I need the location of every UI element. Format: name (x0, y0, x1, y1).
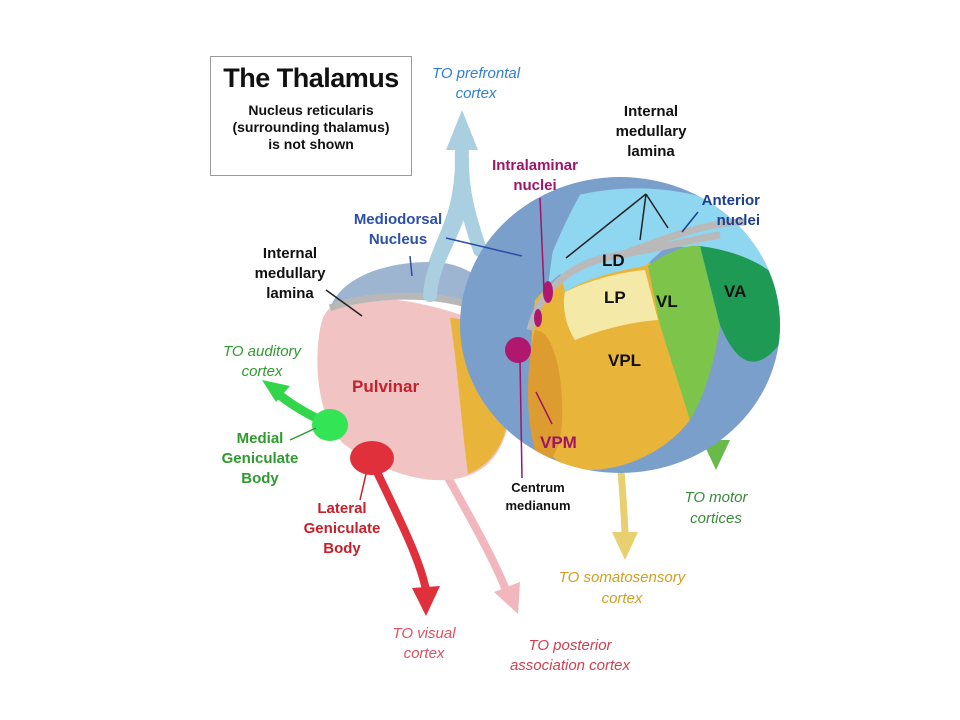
subtitle-line-2: (surrounding thalamus) (232, 119, 390, 135)
intralaminar-nucleus-1 (543, 281, 553, 303)
lateral-geniculate-label: Lateral Geniculate Body (304, 500, 381, 557)
svg-text:cortex: cortex (602, 590, 643, 607)
posterior-arrowhead (494, 582, 520, 614)
leader-lamina-a (565, 193, 647, 259)
svg-text:Body: Body (241, 470, 279, 487)
subtitle-line-3: is not shown (268, 136, 354, 152)
va-region (700, 246, 780, 362)
svg-text:Centrum: Centrum (511, 480, 564, 495)
visual-arrowhead (412, 586, 440, 616)
visual-arrow (372, 468, 430, 591)
title-box: The Thalamus Nucleus reticularis (surrou… (210, 56, 412, 176)
svg-text:cortices: cortices (690, 510, 742, 527)
motor-label: TO motor cortices (684, 489, 748, 527)
auditory-arrowhead (262, 380, 290, 402)
svg-text:TO motor: TO motor (684, 489, 748, 506)
prefrontal-label: TO prefrontal cortex (432, 65, 521, 102)
intralaminar-nucleus-2 (534, 309, 542, 327)
left-top-blue (330, 262, 498, 318)
leader-mediodorsal-a (445, 237, 523, 257)
svg-text:Anterior: Anterior (702, 192, 761, 209)
somatosensory-label: TO somatosensory cortex (559, 569, 687, 607)
svg-text:medullary: medullary (255, 265, 327, 282)
medial-geniculate-body (312, 409, 348, 441)
leader-anterior (681, 211, 699, 233)
mediodorsal-region (470, 194, 580, 440)
lp-region (563, 270, 658, 340)
auditory-label: TO auditory cortex (223, 343, 303, 380)
leader-intralaminar (539, 197, 545, 291)
vpm-region (528, 330, 563, 465)
va-label: VA (724, 282, 746, 301)
svg-text:lamina: lamina (266, 285, 314, 302)
svg-text:Internal: Internal (624, 103, 678, 120)
svg-text:cortex: cortex (404, 645, 445, 662)
intralaminar-label: Intralaminar nuclei (492, 157, 578, 194)
svg-text:nuclei: nuclei (717, 212, 760, 229)
svg-text:medianum: medianum (505, 498, 570, 513)
lateral-geniculate-body (350, 441, 394, 475)
svg-text:Body: Body (323, 540, 361, 557)
visual-label: TO visual cortex (392, 625, 456, 662)
centrum-medianum-label: Centrum medianum (505, 480, 570, 513)
svg-text:TO somatosensory: TO somatosensory (559, 569, 687, 586)
svg-text:TO auditory: TO auditory (223, 343, 303, 360)
svg-text:Internal: Internal (263, 245, 317, 262)
subtitle-line-1: Nucleus reticularis (248, 102, 374, 118)
diagram-subtitle: Nucleus reticularis (surrounding thalamu… (211, 102, 411, 153)
svg-text:Geniculate: Geniculate (222, 450, 299, 467)
svg-text:lamina: lamina (627, 143, 675, 160)
pulvinar-label: Pulvinar (352, 377, 419, 396)
leader-centrum (519, 359, 523, 479)
anterior-label: Anterior nuclei (702, 192, 761, 229)
svg-text:Intralaminar: Intralaminar (492, 157, 578, 174)
vl-label: VL (656, 292, 678, 311)
leader-lamina-b (639, 193, 647, 241)
mediodorsal-label: Mediodorsal Nucleus (354, 211, 442, 248)
leader-vpm (535, 391, 553, 425)
posterior-label: TO posterior association cortex (510, 637, 631, 674)
svg-text:TO posterior: TO posterior (528, 637, 612, 654)
svg-text:cortex: cortex (242, 363, 283, 380)
auditory-arrow (273, 388, 323, 425)
svg-text:medullary: medullary (616, 123, 688, 140)
internal-lamina-left-label: Internal medullary lamina (255, 245, 327, 302)
svg-text:cortex: cortex (456, 85, 497, 102)
prefrontal-arrowhead (446, 110, 478, 150)
svg-text:TO visual: TO visual (392, 625, 456, 642)
svg-text:Lateral: Lateral (317, 500, 366, 517)
vpl-label: VPL (608, 351, 641, 370)
somatosensory-arrowhead (612, 532, 638, 560)
svg-text:nuclei: nuclei (513, 177, 556, 194)
diagram-title: The Thalamus (223, 63, 399, 93)
vpm-label: VPM (540, 433, 577, 452)
leader-medial-geniculate (289, 427, 317, 441)
ld-region (560, 246, 665, 292)
svg-text:TO prefrontal: TO prefrontal (432, 65, 521, 82)
internal-lamina-right-label: Internal medullary lamina (616, 103, 688, 160)
leader-lamina-c (645, 193, 669, 229)
leader-lamina-left (325, 289, 363, 317)
svg-text:Medial: Medial (237, 430, 284, 447)
svg-text:Geniculate: Geniculate (304, 520, 381, 537)
medial-geniculate-label: Medial Geniculate Body (222, 430, 299, 487)
ld-label: LD (602, 251, 625, 270)
svg-text:Nucleus: Nucleus (369, 231, 427, 248)
centrum-medianum-node (505, 337, 531, 363)
leader-mediodorsal-b (409, 255, 413, 277)
svg-text:Mediodorsal: Mediodorsal (354, 211, 442, 228)
leader-lateral-geniculate (359, 473, 367, 501)
vl-region (648, 245, 720, 420)
svg-text:association cortex: association cortex (510, 657, 631, 674)
lp-label: LP (604, 288, 626, 307)
prefrontal-arrow-front (423, 193, 469, 302)
